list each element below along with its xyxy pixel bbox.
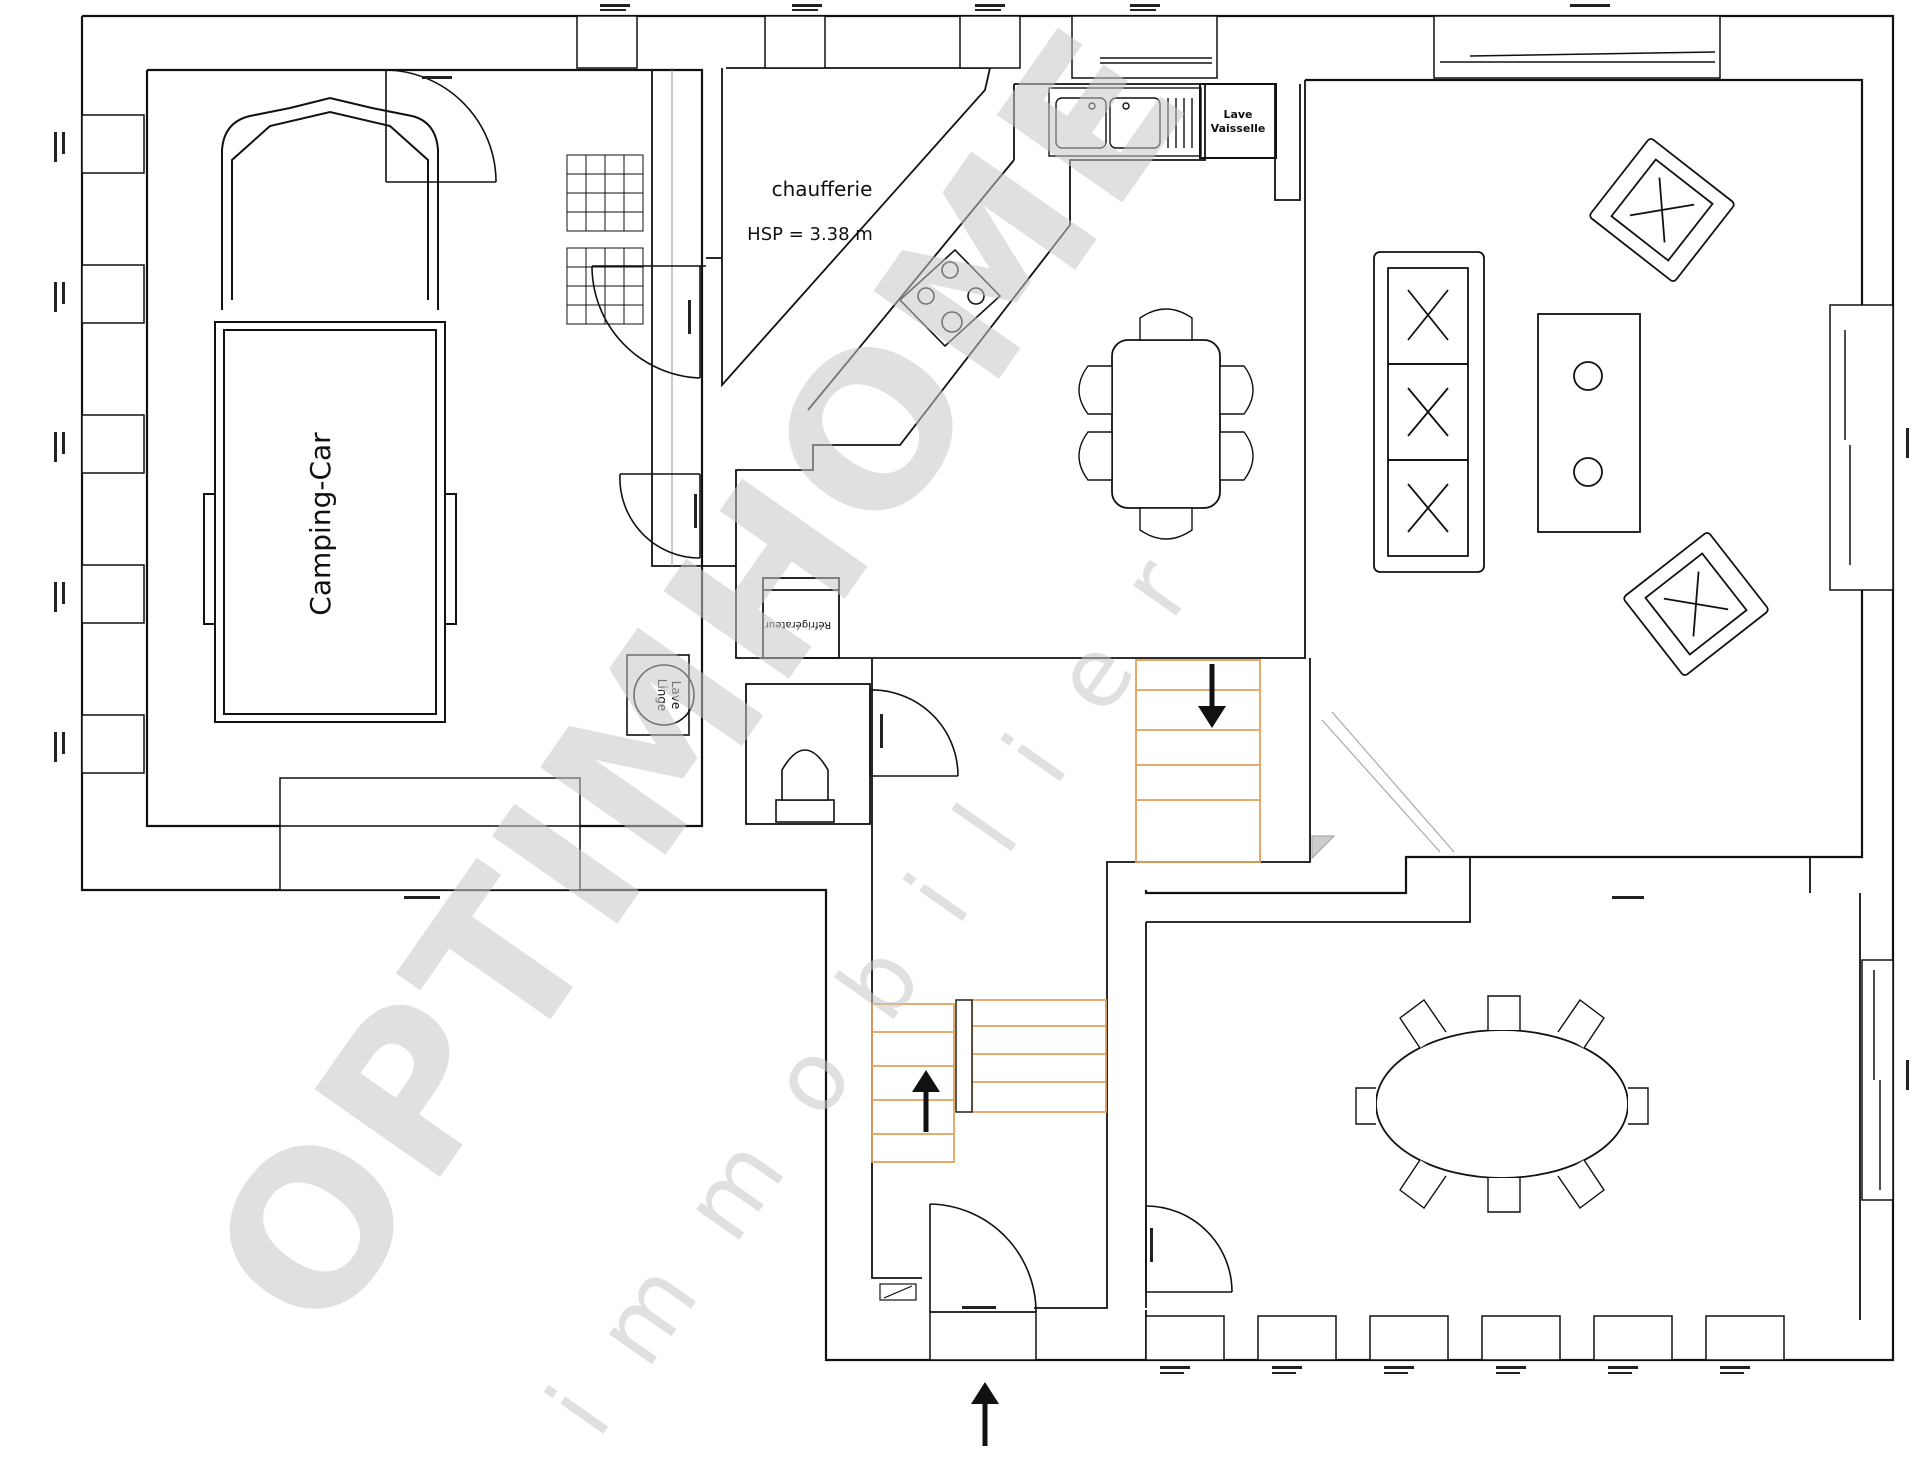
refrigerator-label: Réfrigérateur xyxy=(764,619,831,631)
camping-car-label: Camping-Car xyxy=(304,432,337,616)
ceiling-height-label: HSP = 3.38 m xyxy=(747,224,873,245)
washing-machine-label-1: Lave xyxy=(669,681,683,710)
dishwasher xyxy=(1199,83,1277,159)
room-label-chaufferie: chaufferie xyxy=(772,177,873,201)
shelving-grid xyxy=(566,154,644,325)
sink xyxy=(1048,87,1202,157)
toilet xyxy=(775,749,835,823)
sofa xyxy=(1373,251,1485,573)
oval-dining-table xyxy=(1375,1029,1629,1179)
doors xyxy=(385,69,1233,1313)
kitchen-chairs xyxy=(1078,308,1254,540)
electric-panel xyxy=(879,1283,917,1301)
cooktop xyxy=(898,248,1002,348)
entrance-arrow-icon xyxy=(971,1382,999,1446)
kitchen-table xyxy=(1111,339,1221,509)
armchair-bottom xyxy=(1623,532,1769,676)
coffee-table xyxy=(1537,313,1641,533)
windows xyxy=(81,15,1894,1361)
armchair-top xyxy=(1589,138,1735,282)
washing-machine xyxy=(626,654,695,736)
arrow-up-icon xyxy=(912,1070,940,1132)
camping-car-cab xyxy=(221,96,439,310)
refrigerator xyxy=(762,577,840,659)
stair-newel xyxy=(955,999,973,1113)
dishwasher-label-2: Vaisselle xyxy=(1211,122,1266,135)
dimension-marks xyxy=(54,4,1909,1374)
washing-machine-label-2: Linge xyxy=(655,679,669,712)
arrow-down-icon xyxy=(1198,664,1226,728)
dishwasher-label-1: Lave xyxy=(1223,108,1252,121)
under-stair-lines xyxy=(1311,711,1455,860)
dining-chairs xyxy=(1355,995,1649,1213)
camping-car-body xyxy=(203,321,457,723)
outer-walls xyxy=(80,14,1895,1362)
